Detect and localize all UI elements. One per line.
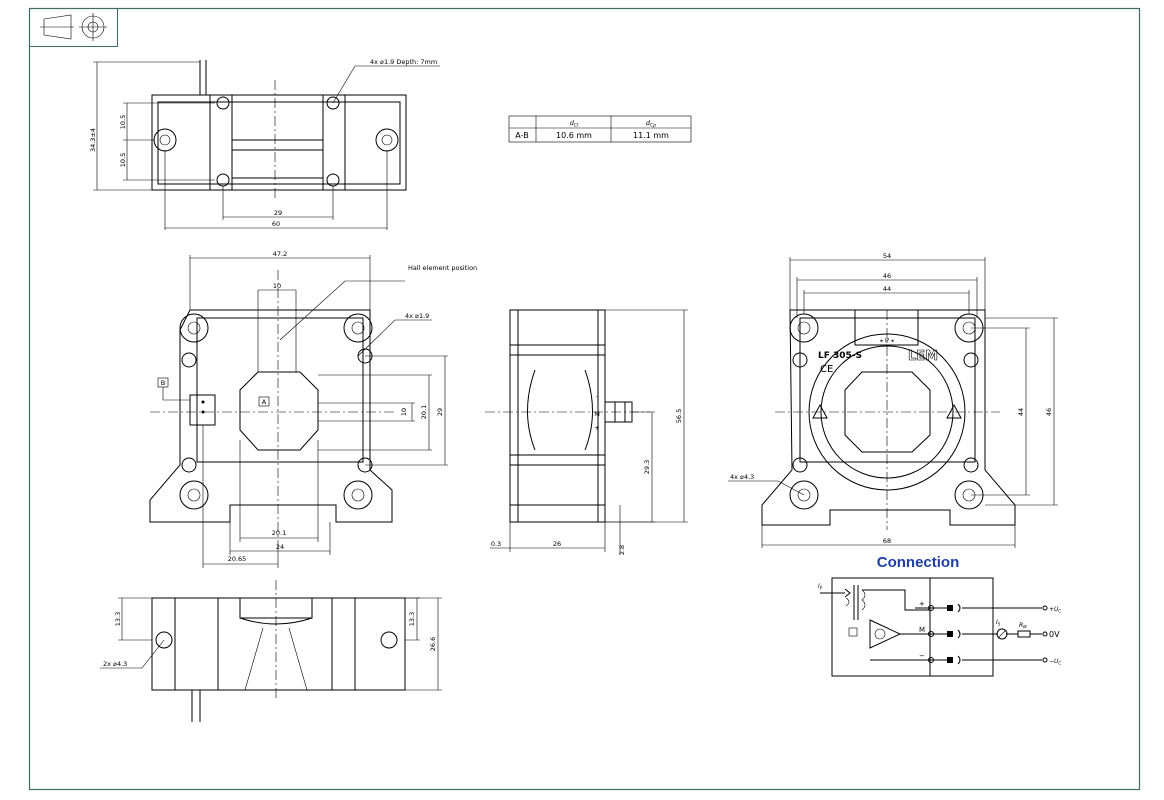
- brand-logo: LEM: [908, 349, 938, 364]
- table-row-label: A-B: [515, 131, 528, 140]
- front-dim-24: 24: [276, 543, 284, 551]
- bottom-dim-13-3-right: 13.3: [408, 612, 416, 626]
- top-dim-height: 34.3±4: [89, 128, 97, 152]
- front-note-holes: 4x ⌀1.9: [405, 312, 429, 320]
- sheet-frame: [28, 7, 1141, 791]
- connection-diagram: Connection IP + M − IS RM +UC 0V −UC: [818, 554, 1061, 677]
- front-dim-width: 47.2: [273, 250, 287, 258]
- current-direction-label: ▸ IP ◂: [881, 338, 894, 344]
- conn-plus: +: [919, 600, 925, 608]
- right-dim-68: 68: [883, 537, 891, 545]
- front-dim-20-1-v: 20.1: [420, 405, 428, 419]
- table-header-dci: dCI: [570, 119, 579, 129]
- right-dim-46-v: 46: [1045, 408, 1053, 416]
- side-dim-29-3: 29.3: [643, 460, 651, 474]
- ce-mark: CE: [820, 364, 833, 375]
- front-dim-slot: 10: [273, 282, 281, 290]
- side-dim-0-3: 0.3: [491, 540, 501, 548]
- right-view: LF 305-S CE LEM ▸ IP ◂ 54 46 44 44 46 68…: [728, 252, 1058, 548]
- front-dim-20-1-h: 20.1: [272, 529, 286, 537]
- front-dim-20-65: 20.65: [228, 555, 247, 563]
- side-pin-minus: -: [596, 392, 599, 400]
- table-header-dcp: dCp: [646, 119, 656, 129]
- side-pin-m: M: [594, 410, 600, 418]
- conn-minus: −: [919, 652, 925, 660]
- right-dim-44-v: 44: [1017, 408, 1025, 416]
- top-dim-a: 10.5: [119, 115, 127, 129]
- front-note-hall: Hall element position: [408, 264, 477, 272]
- top-dim-inner: 29: [274, 209, 282, 217]
- right-dim-44-h: 44: [883, 285, 891, 293]
- table-cell-dci: 10.6 mm: [556, 131, 592, 140]
- table-cell-dcp: 11.1 mm: [633, 131, 669, 140]
- bottom-view: 13.3 13.3 26.6 2x ⌀4.3: [100, 580, 442, 722]
- bottom-note-holes: 2x ⌀4.3: [103, 660, 127, 668]
- side-dim-26: 26: [553, 540, 561, 548]
- diameter-table: dCI dCp A-B 10.6 mm 11.1 mm: [508, 115, 692, 143]
- top-dim-b: 10.5: [119, 153, 127, 167]
- front-dim-29: 29: [436, 408, 444, 416]
- side-dim-2-8: 2.8: [618, 545, 626, 555]
- front-view: B A 47.2 10 Hall element position 4x ⌀1.…: [149, 250, 477, 568]
- connection-title: Connection: [877, 554, 960, 571]
- front-dim-10: 10: [400, 408, 408, 416]
- top-view: 34.3±4 10.5 10.5 29 60 4x ⌀1.9 Depth: 7m…: [89, 58, 440, 230]
- front-label-a: A: [262, 398, 267, 406]
- bottom-dim-13-3-left: 13.3: [114, 612, 122, 626]
- conn-uc-minus: −UC: [1049, 658, 1061, 666]
- top-note-holes: 4x ⌀1.9 Depth: 7mm: [370, 58, 437, 66]
- conn-is: IS: [996, 619, 1001, 627]
- right-note-holes: 4x ⌀4.3: [730, 473, 754, 481]
- side-pin-plus: +: [594, 424, 599, 432]
- bottom-dim-26-6: 26.6: [429, 637, 437, 651]
- conn-zero-v: 0V: [1049, 630, 1060, 639]
- conn-ip: IP: [818, 583, 823, 591]
- front-label-b: B: [161, 379, 165, 387]
- conn-uc-plus: +UC: [1049, 606, 1061, 614]
- product-label: LF 305-S: [818, 351, 862, 361]
- top-dim-outer: 60: [272, 220, 280, 228]
- right-dim-54: 54: [883, 252, 891, 260]
- side-view: - M + 56.5 29.3 0.3 26 2.8: [485, 309, 688, 555]
- conn-m: M: [919, 626, 925, 634]
- projection-symbol: [29, 8, 118, 47]
- side-dim-56-5: 56.5: [675, 409, 683, 423]
- conn-rm: RM: [1019, 622, 1027, 630]
- right-dim-46-h: 46: [883, 272, 891, 280]
